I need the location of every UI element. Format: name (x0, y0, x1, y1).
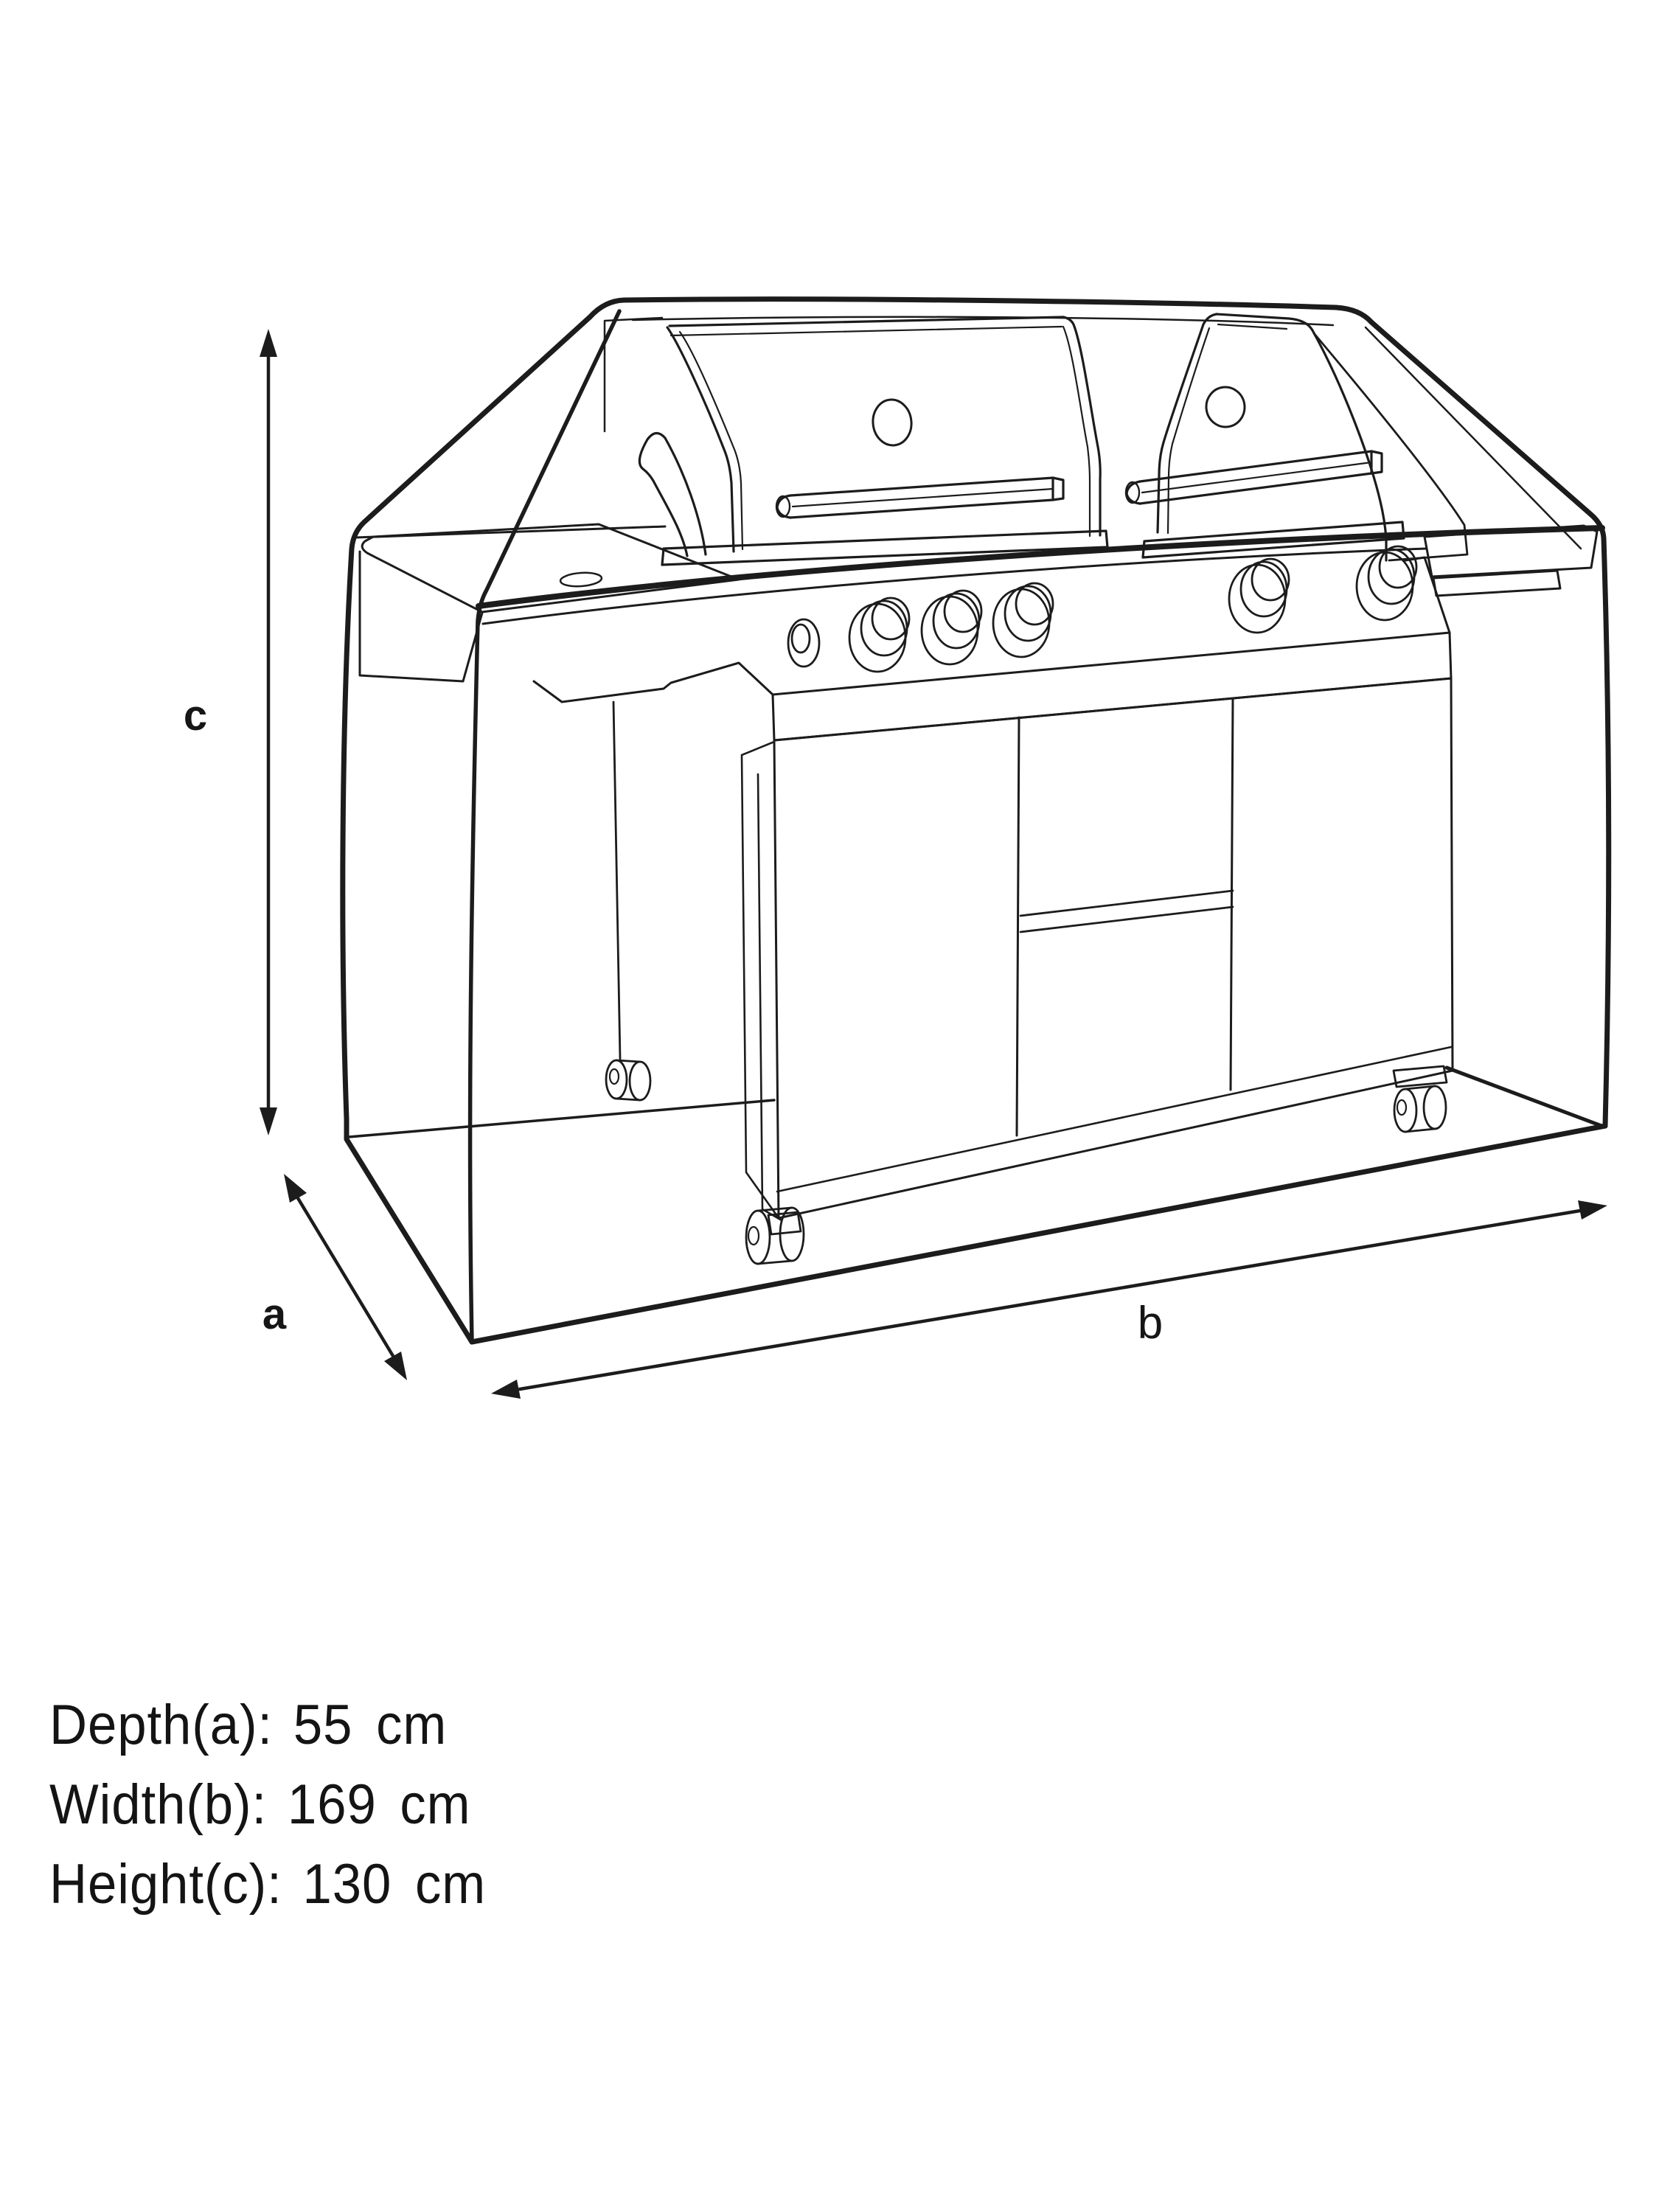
dim-label-c: c (184, 692, 207, 740)
grill-lid-right (1124, 313, 1469, 562)
caster-front-left (745, 1206, 805, 1265)
grill-lid-left (638, 316, 1109, 566)
spec-depth-value: 55 cm (293, 1694, 448, 1756)
lid-vent-right (1205, 386, 1246, 428)
caster-front-right (1392, 1065, 1448, 1133)
igniter-button (787, 618, 821, 668)
burner-knob (1355, 545, 1418, 622)
cover-table-rim (476, 525, 1605, 609)
spec-width-label: Width(b): (49, 1773, 268, 1836)
arrow-width-b (491, 1200, 1607, 1399)
spec-height-label: Height(c): (49, 1853, 282, 1916)
caster-back-left (605, 1059, 652, 1102)
lid-left-side-profile (638, 431, 707, 557)
cabinet-shelf (1019, 889, 1234, 933)
arrow-depth-a (284, 1174, 407, 1380)
dim-label-b: b (1138, 1298, 1163, 1349)
lid-handle-right (1124, 450, 1383, 505)
dimension-specs: Depth(a): 55 cm Width(b): 169 cm Height(… (49, 1697, 519, 1913)
side-shelf-left (358, 316, 774, 703)
arrow-height-c (260, 329, 277, 1135)
burner-knob (992, 582, 1054, 658)
cabinet-door-right-edge (1229, 697, 1234, 1091)
spec-depth: Depth(a): 55 cm (49, 1697, 486, 1753)
cabinet (612, 677, 1454, 1222)
spec-height: Height(c): 130 cm (49, 1857, 486, 1913)
spec-width: Width(b): 169 cm (49, 1777, 486, 1833)
spec-height-value: 130 cm (302, 1853, 487, 1916)
burner-knob (848, 597, 911, 673)
burner-knob (920, 589, 983, 666)
cabinet-door-left-edge (1015, 716, 1020, 1137)
lid-vent-left (872, 398, 913, 447)
control-panel (771, 545, 1453, 742)
shelf-hole (559, 571, 603, 588)
cover-outline (340, 296, 1612, 1345)
lid-handle-left (775, 476, 1065, 519)
side-shelf-right (1423, 524, 1599, 597)
dim-label-a: a (262, 1290, 287, 1338)
spec-depth-label: Depth(a): (49, 1694, 274, 1756)
spec-width-value: 169 cm (287, 1773, 471, 1836)
burner-knob (1228, 557, 1290, 634)
